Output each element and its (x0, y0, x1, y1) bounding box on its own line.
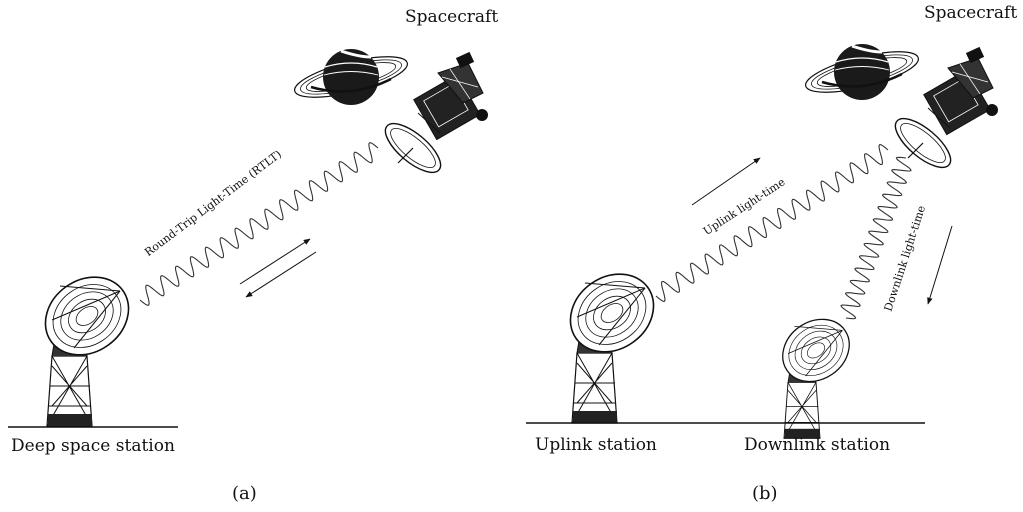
spacecraft-label-a: Spacecraft (405, 7, 499, 27)
arrow-icon (691, 157, 761, 206)
station-label-a: Deep space station (11, 436, 175, 456)
panel-b (526, 41, 999, 440)
signal-wave-icon (840, 156, 912, 320)
uplink-station-label: Uplink station (535, 435, 657, 455)
signal-wave-icon (139, 142, 379, 306)
dish-antenna-icon (554, 257, 670, 424)
caption-a: (a) (232, 483, 257, 504)
spacecraft-icon (377, 51, 489, 182)
caption-b: (b) (752, 483, 778, 504)
dish-antenna-icon (29, 260, 145, 427)
arrow-icon (245, 251, 317, 298)
panel-a (8, 46, 489, 428)
signal-wave-icon (655, 144, 889, 302)
arrow-icon (239, 238, 311, 285)
planet-icon (289, 46, 413, 108)
planet-icon (800, 41, 924, 103)
spacecraft-icon (887, 46, 999, 177)
arrow-icon (927, 225, 953, 305)
downlink-station-label: Downlink station (744, 435, 891, 455)
spacecraft-label-b: Spacecraft (924, 3, 1018, 23)
dish-antenna-icon (770, 305, 862, 440)
